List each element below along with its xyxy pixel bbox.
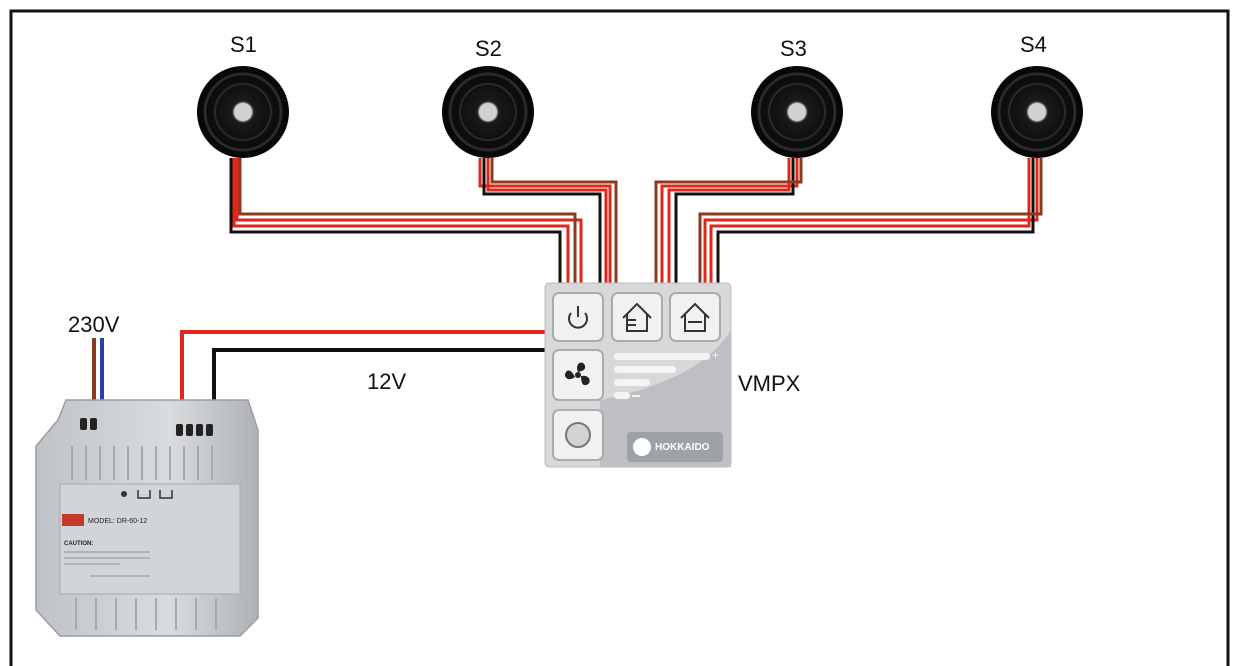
sensor-wires xyxy=(229,158,1043,285)
sensor-label-s1: S1 xyxy=(230,32,257,57)
s2-wire-red xyxy=(478,158,612,285)
power-supply: MODEL: DR-60-12 CAUTION: xyxy=(35,399,259,637)
sensor-label-s4: S4 xyxy=(1020,32,1047,57)
sensor-s4 xyxy=(991,66,1083,158)
logo-mark-icon xyxy=(633,438,651,456)
model-text: MODEL: DR-60-12 xyxy=(88,518,147,525)
led-indicator xyxy=(121,491,127,497)
s4-wire-red xyxy=(703,158,1039,285)
house-fan-icon xyxy=(680,302,710,332)
s3-wire-red xyxy=(660,158,799,285)
adjust-knob-icon xyxy=(137,490,173,499)
home-button[interactable] xyxy=(611,292,663,342)
mw-logo xyxy=(62,514,84,526)
s2-wire-brown xyxy=(490,158,618,285)
brand-text: HOKKAIDO xyxy=(655,442,710,453)
home-fan-button[interactable] xyxy=(669,292,721,342)
sensor-s1 xyxy=(197,66,289,158)
sensor-s2 xyxy=(442,66,534,158)
controller-vmpx: + HOKKAIDO xyxy=(544,282,732,468)
terminal-block xyxy=(80,418,213,436)
s3-wire-black xyxy=(674,158,795,285)
speed-bar-2 xyxy=(614,366,676,373)
s1-wire-brown xyxy=(238,158,577,285)
caution-text: CAUTION: xyxy=(64,541,93,547)
supply-wires xyxy=(92,330,545,410)
power-icon xyxy=(568,306,588,329)
plus-sign: + xyxy=(712,348,719,362)
house-icon xyxy=(622,302,652,332)
s3-wire-red-2 xyxy=(667,158,791,285)
s4-wire-red-2 xyxy=(709,158,1031,285)
controller-label: VMPX xyxy=(738,371,801,396)
fan-icon xyxy=(564,362,590,386)
brand-logo xyxy=(627,432,723,462)
sensor-label-s3: S3 xyxy=(780,36,807,61)
speed-bar-3 xyxy=(614,379,650,386)
diagram-frame xyxy=(9,9,1230,666)
s4-wire-brown xyxy=(698,158,1043,285)
sensor-s3 xyxy=(751,66,843,158)
s1-wire-red xyxy=(235,158,583,285)
speed-bar-4 xyxy=(614,392,630,399)
wire-12v-positive xyxy=(180,330,545,408)
speed-bar-1 xyxy=(614,353,710,360)
wire-12v-negative xyxy=(212,348,545,410)
output-voltage-label: 12V xyxy=(367,369,406,394)
round-button-icon xyxy=(565,422,591,448)
s4-wire-black xyxy=(716,158,1035,285)
s1-wire-red-2 xyxy=(232,158,570,285)
sensor-label-s2: S2 xyxy=(475,36,502,61)
supply-voltage-label: 230V xyxy=(68,312,120,337)
s2-wire-red-2 xyxy=(486,158,608,285)
s1-wire-black xyxy=(229,158,562,285)
s3-wire-brown xyxy=(654,158,803,285)
s2-wire-black xyxy=(482,158,602,285)
